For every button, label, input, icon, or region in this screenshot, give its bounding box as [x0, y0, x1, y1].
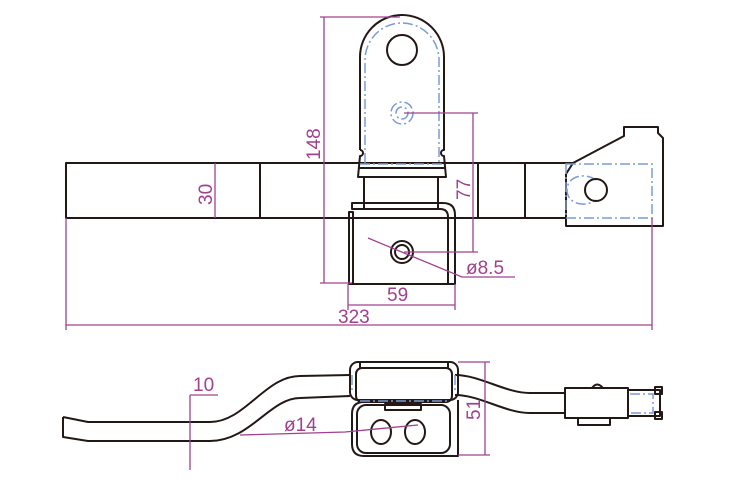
dim-30: 30	[196, 184, 217, 205]
bar	[65, 162, 573, 219]
dim-77: 77	[454, 179, 475, 200]
dim-10: 10	[193, 375, 214, 396]
dim-323: 323	[338, 307, 370, 328]
dim-diameter-8-5: ø8.5	[466, 258, 504, 279]
center-body	[349, 361, 459, 457]
side-dimensions: 10 51 ø14	[189, 361, 490, 470]
bracket	[348, 202, 456, 285]
top-dimensions: 148 30 77 ø8.5 59 323	[65, 16, 653, 330]
pivot-tab	[357, 14, 447, 210]
side-view: 10 51 ø14	[62, 361, 663, 470]
top-view: 148 30 77 ø8.5 59 323	[65, 14, 664, 330]
end-plate	[565, 126, 664, 227]
dim-59: 59	[387, 285, 408, 306]
clevis	[564, 383, 663, 426]
dim-51: 51	[464, 399, 485, 420]
dim-diameter-14: ø14	[284, 415, 317, 436]
dim-148: 148	[304, 128, 325, 160]
